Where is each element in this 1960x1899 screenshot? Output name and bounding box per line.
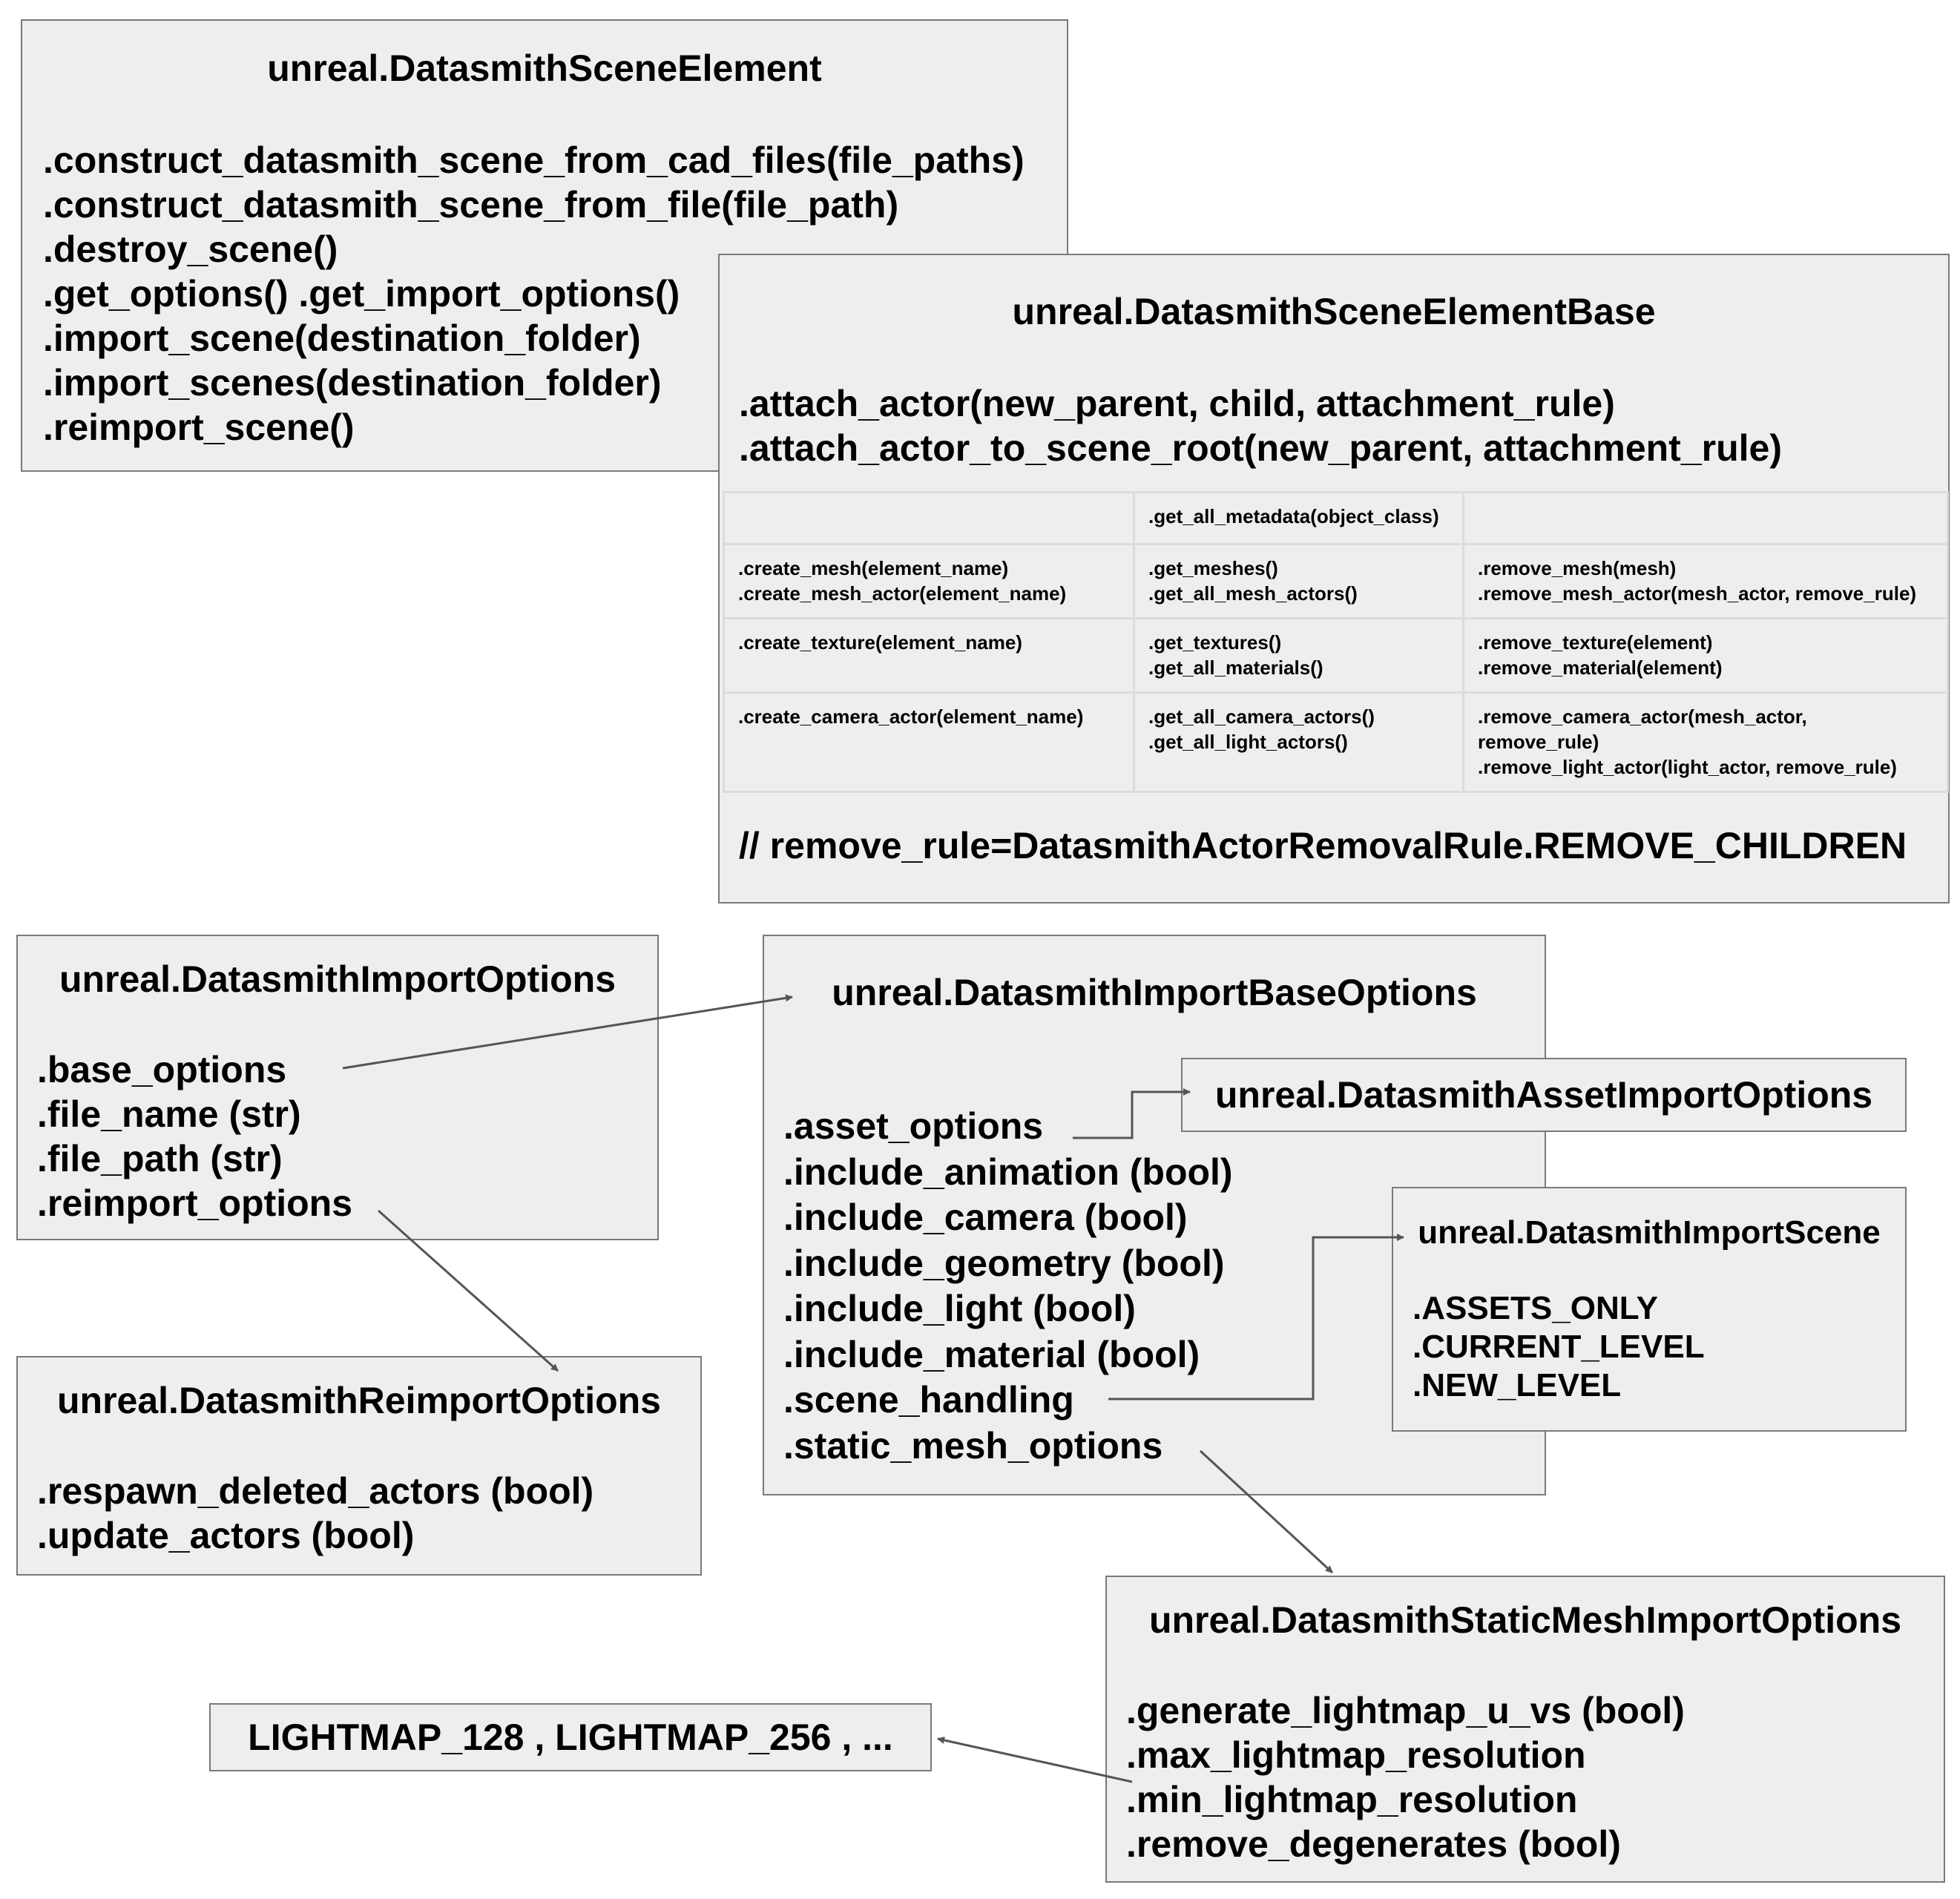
- field-item: .scene_handling: [783, 1379, 1074, 1421]
- import-scene-values: .ASSETS_ONLY .CURRENT_LEVEL .NEW_LEVEL: [1413, 1289, 1705, 1405]
- reimport-options-fields: .respawn_deleted_actors (bool) .update_a…: [37, 1469, 593, 1558]
- method-item: .attach_actor_to_scene_root(new_parent, …: [739, 427, 1782, 469]
- field-item: .generate_lightmap_u_vs (bool): [1126, 1690, 1685, 1731]
- field-item: .min_lightmap_resolution: [1126, 1779, 1578, 1820]
- cell-text: .create_camera_actor(element_name): [738, 705, 1084, 728]
- static-mesh-options-arrow: [1199, 1449, 1334, 1574]
- import-options-title: unreal.DatasmithImportOptions: [59, 958, 616, 1000]
- cell-text: .get_all_light_actors(): [1148, 731, 1348, 753]
- table-cell: .remove_camera_actor(mesh_actor, remove_r…: [1462, 691, 1949, 793]
- import-base-options-title: unreal.DatasmithImportBaseOptions: [832, 972, 1477, 1013]
- method-item: .construct_datasmith_scene_from_cad_file…: [43, 139, 1025, 181]
- reimport-options-title: unreal.DatasmithReimportOptions: [57, 1380, 661, 1421]
- enum-value: .CURRENT_LEVEL: [1413, 1329, 1705, 1365]
- cell-text: .get_all_mesh_actors(): [1148, 582, 1358, 605]
- table-cell: [723, 491, 1135, 545]
- static-mesh-import-options-fields: .generate_lightmap_u_vs (bool) .max_ligh…: [1126, 1688, 1685, 1866]
- table-cell: .remove_mesh(mesh) .remove_mesh_actor(mes…: [1462, 543, 1949, 619]
- table-row: .create_camera_actor(element_name) .get_…: [723, 691, 1949, 793]
- field-item: .remove_degenerates (bool): [1126, 1823, 1621, 1865]
- field-item: .base_options: [37, 1049, 287, 1090]
- table-row: .get_all_metadata(object_class): [723, 491, 1949, 545]
- field-item: .update_actors (bool): [37, 1515, 415, 1556]
- field-item: .include_animation (bool): [783, 1151, 1233, 1193]
- import-base-options-fields: .asset_options .include_animation (bool)…: [783, 1104, 1233, 1469]
- table-cell: .create_texture(element_name): [723, 617, 1135, 694]
- field-item: .asset_options: [783, 1105, 1044, 1147]
- scene-element-box: unreal.DatasmithSceneElement .construct_…: [21, 19, 1068, 472]
- scene-element-methods: .construct_datasmith_scene_from_cad_file…: [43, 138, 1025, 450]
- cell-text: .remove_mesh(mesh): [1478, 557, 1677, 579]
- scene-element-base-title: unreal.DatasmithSceneElementBase: [1012, 291, 1656, 332]
- asset-import-options-title: unreal.DatasmithAssetImportOptions: [1214, 1074, 1873, 1116]
- field-item: .static_mesh_options: [783, 1424, 1163, 1467]
- cell-text: .remove_camera_actor(mesh_actor,: [1478, 705, 1807, 728]
- cell-text: .remove_material(element): [1478, 656, 1723, 679]
- scene-handling-arrow: [1108, 1234, 1404, 1401]
- table-cell: [1462, 491, 1949, 545]
- field-item: .reimport_options: [37, 1182, 353, 1224]
- field-item: .max_lightmap_resolution: [1126, 1734, 1586, 1776]
- table-cell: .remove_texture(element).remove_material…: [1462, 617, 1949, 694]
- table-cell: .get_all_camera_actors() .get_all_light_a…: [1133, 691, 1464, 793]
- field-item: .include_geometry (bool): [783, 1242, 1225, 1284]
- method-item: .get_options() .get_import_options(): [43, 273, 680, 315]
- cell-text: .create_mesh_actor(element_name): [738, 582, 1067, 605]
- method-item: .destroy_scene(): [43, 228, 338, 270]
- base-options-arrow: [342, 994, 793, 1070]
- import-base-options-box: unreal.DatasmithImportBaseOptions .asset…: [763, 935, 1546, 1495]
- field-item: .include_material (bool): [783, 1333, 1200, 1375]
- field-item: .include_camera (bool): [783, 1197, 1188, 1238]
- reimport-options-arrow: [378, 1209, 559, 1372]
- table-row: .create_mesh(element_name) .create_mesh_a…: [723, 543, 1949, 619]
- field-item: .file_path (str): [37, 1138, 283, 1179]
- field-item: .respawn_deleted_actors (bool): [37, 1470, 594, 1512]
- method-item: .import_scene(destination_folder): [43, 317, 641, 359]
- cell-text: .remove_light_actor(light_actor, remove_…: [1478, 756, 1897, 778]
- lightmap-values-text: LIGHTMAP_128 , LIGHTMAP_256 , ...: [248, 1717, 893, 1758]
- element-method-table: .get_all_metadata(object_class) .create_…: [723, 491, 1949, 793]
- asset-options-arrow: [1073, 1088, 1191, 1139]
- enum-value: .ASSETS_ONLY: [1413, 1290, 1658, 1326]
- reimport-options-box: unreal.DatasmithReimportOptions .respawn…: [16, 1356, 702, 1576]
- method-item: .reimport_scene(): [43, 407, 355, 448]
- cell-text: remove_rule): [1478, 731, 1599, 753]
- table-cell: .create_camera_actor(element_name): [723, 691, 1135, 793]
- table-cell: .get_all_metadata(object_class): [1133, 491, 1464, 545]
- method-item: .attach_actor(new_parent, child, attachm…: [739, 383, 1615, 424]
- method-item: .construct_datasmith_scene_from_file(fil…: [43, 184, 899, 226]
- cell-text: .get_all_materials(): [1148, 656, 1323, 679]
- cell-text: .get_all_camera_actors(): [1148, 705, 1375, 728]
- table-cell: .get_textures().get_all_materials(): [1133, 617, 1464, 694]
- cell-text: .get_meshes(): [1148, 557, 1278, 579]
- cell-text: .get_all_metadata(object_class): [1148, 505, 1439, 527]
- enum-value: .NEW_LEVEL: [1413, 1367, 1622, 1403]
- import-scene-title: unreal.DatasmithImportScene: [1418, 1214, 1881, 1251]
- table-cell: .create_mesh(element_name) .create_mesh_a…: [723, 543, 1135, 619]
- table-row: .create_texture(element_name) .get_textu…: [723, 617, 1949, 694]
- cell-text: .create_texture(element_name): [738, 631, 1022, 654]
- scene-element-base-box: unreal.DatasmithSceneElementBase .attach…: [718, 254, 1950, 904]
- lightmap-values-box: LIGHTMAP_128 , LIGHTMAP_256 , ...: [209, 1703, 932, 1771]
- scene-element-title: unreal.DatasmithSceneElement: [267, 47, 822, 89]
- lightmap-arrow: [937, 1737, 1133, 1783]
- asset-import-options-box: unreal.DatasmithAssetImportOptions: [1181, 1058, 1907, 1132]
- field-item: .file_name (str): [37, 1093, 301, 1135]
- import-options-fields: .base_options .file_name (str) .file_pat…: [37, 1047, 352, 1225]
- table-cell: .get_meshes() .get_all_mesh_actors(): [1133, 543, 1464, 619]
- import-scene-box: unreal.DatasmithImportScene .ASSETS_ONLY…: [1392, 1187, 1907, 1432]
- scene-element-base-methods: .attach_actor(new_parent, child, attachm…: [739, 381, 1782, 470]
- import-options-box: unreal.DatasmithImportOptions .base_opti…: [16, 935, 659, 1240]
- cell-text: .get_textures(): [1148, 631, 1282, 654]
- cell-text: .create_mesh(element_name): [738, 557, 1009, 579]
- method-item: .import_scenes(destination_folder): [43, 362, 662, 404]
- remove-rule-note: // remove_rule=DatasmithActorRemovalRule…: [739, 825, 1907, 866]
- cell-text: .remove_texture(element): [1478, 631, 1713, 654]
- static-mesh-import-options-title: unreal.DatasmithStaticMeshImportOptions: [1148, 1599, 1902, 1641]
- field-item: .include_light (bool): [783, 1288, 1136, 1329]
- static-mesh-import-options-box: unreal.DatasmithStaticMeshImportOptions …: [1105, 1576, 1945, 1883]
- cell-text: .remove_mesh_actor(mesh_actor, remove_ru…: [1478, 582, 1917, 605]
